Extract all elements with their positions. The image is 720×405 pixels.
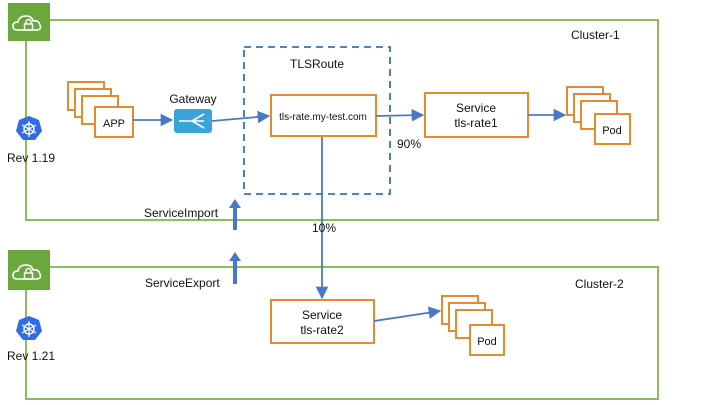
service2-line2: tls-rate2 xyxy=(300,323,344,337)
cluster1-cloud-lock-icon xyxy=(8,3,50,41)
cluster1-version: Rev 1.19 xyxy=(7,151,55,165)
arrow-service2-to-pods xyxy=(373,306,442,322)
cluster2-cloud-lock-icon xyxy=(8,250,50,290)
pod2-label: Pod xyxy=(477,336,497,348)
service2-line1: Service xyxy=(302,308,342,322)
pod-stack-1: Pod xyxy=(566,86,631,145)
arrow-tlsroute-to-service1 xyxy=(375,108,425,122)
arrow-gateway-to-tlsroute xyxy=(211,110,271,124)
service-import-label: ServiceImport xyxy=(144,206,219,220)
service-import-arrow-icon xyxy=(229,199,241,230)
service1-line2: tls-rate1 xyxy=(454,116,498,130)
pod1-label: Pod xyxy=(602,125,622,137)
tlsroute-box xyxy=(243,46,391,195)
gateway-label: Gateway xyxy=(169,92,216,106)
traffic-split-90: 90% xyxy=(397,137,421,151)
service2-box xyxy=(270,299,375,344)
pod-stack-2: Pod xyxy=(441,295,505,356)
app-label: APP xyxy=(103,118,125,130)
cluster2-kubernetes-icon xyxy=(16,316,42,340)
cluster2-label: Cluster-2 xyxy=(575,277,624,291)
app-stack: APP xyxy=(67,81,134,138)
service1-line1: Service xyxy=(456,101,496,115)
cluster2-version: Rev 1.21 xyxy=(7,349,55,363)
tlsroute-host: tls-rate.my-test.com xyxy=(279,112,367,123)
service-export-arrow-icon xyxy=(229,252,241,284)
cluster1-label: Cluster-1 xyxy=(571,28,620,42)
service-export-label: ServiceExport xyxy=(145,276,220,290)
tlsroute-title: TLSRoute xyxy=(290,57,344,71)
traffic-split-10: 10% xyxy=(312,221,336,235)
cluster1-kubernetes-icon xyxy=(16,116,42,140)
gateway-icon xyxy=(174,109,212,133)
service1-box xyxy=(424,92,529,138)
